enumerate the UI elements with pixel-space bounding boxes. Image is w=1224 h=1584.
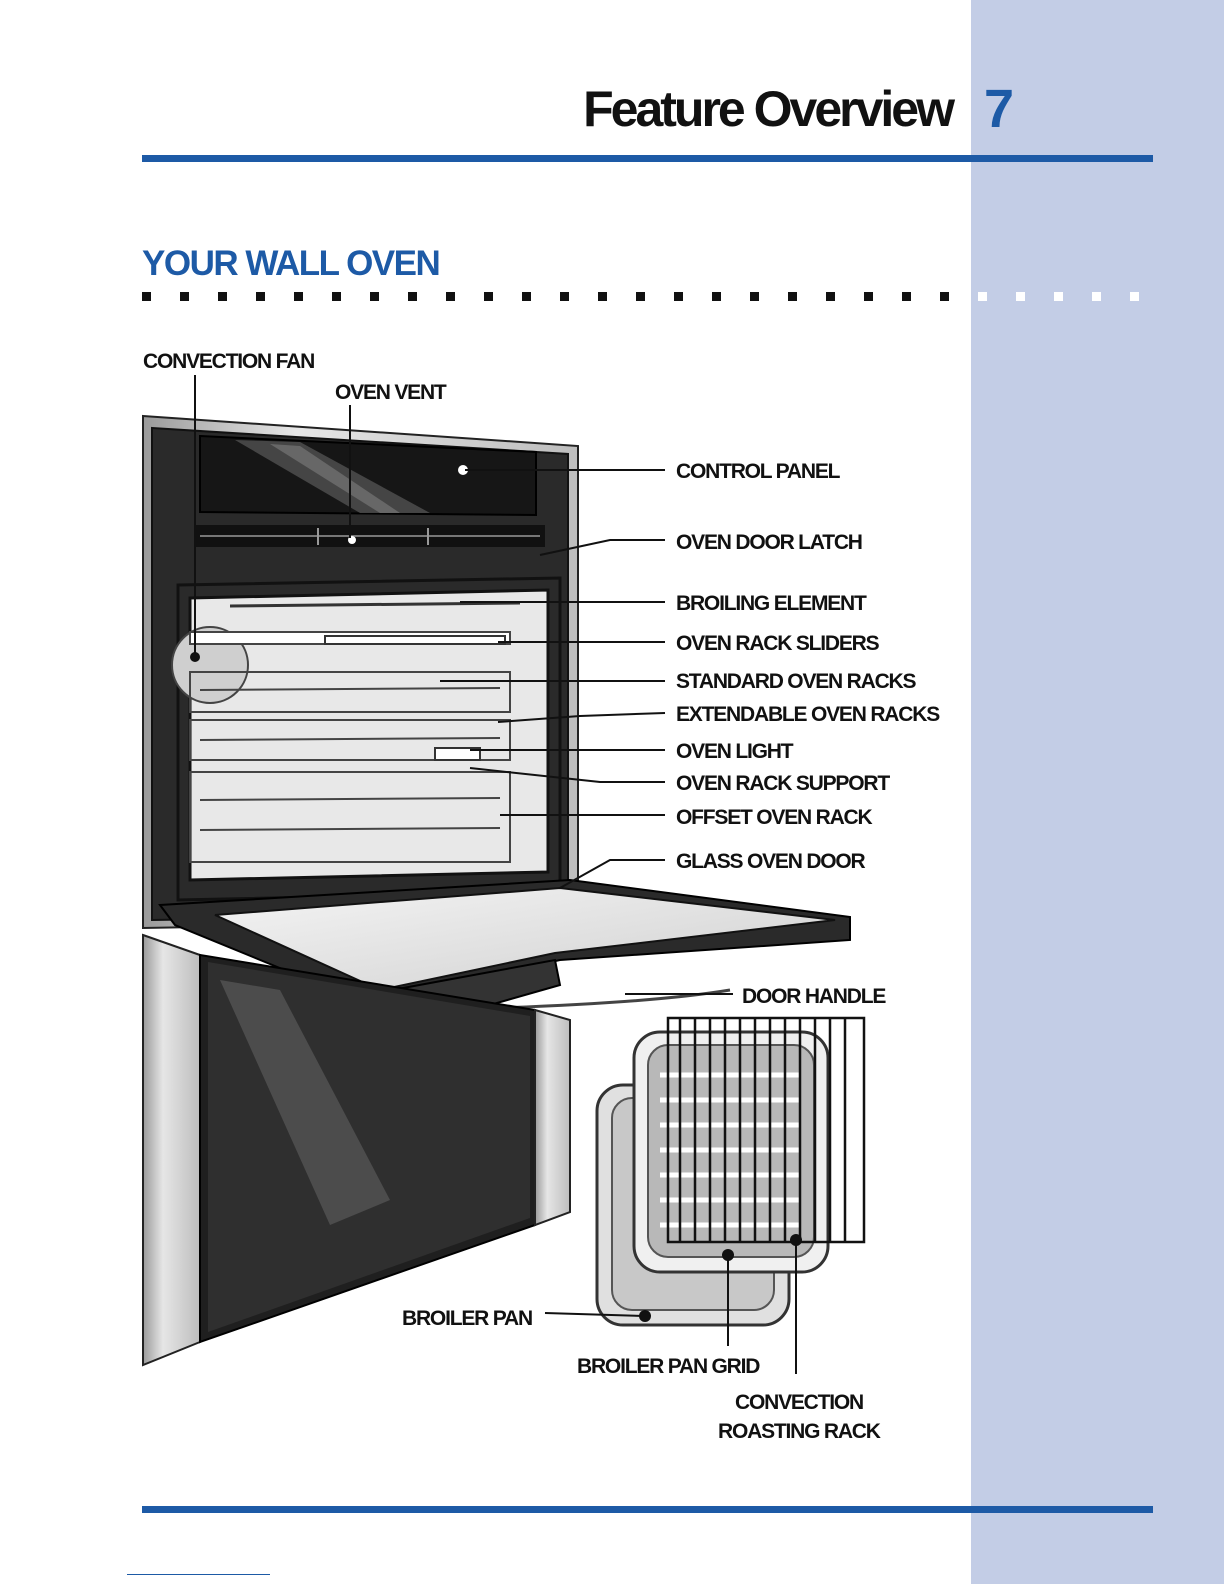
- label-convection-roasting-rack-line2: ROASTING RACK: [718, 1420, 881, 1443]
- label-convection-fan: CONVECTION FAN: [143, 350, 314, 373]
- oven-cavity: [172, 578, 560, 900]
- label-offset-oven-rack: OFFSET OVEN RACK: [676, 806, 873, 829]
- label-convection-roasting-rack-line1: CONVECTION: [735, 1391, 863, 1414]
- label-oven-light: OVEN LIGHT: [676, 740, 794, 763]
- label-oven-vent: OVEN VENT: [335, 381, 447, 404]
- label-broiling-element: BROILING ELEMENT: [676, 592, 867, 615]
- footnote-rule: [127, 1574, 270, 1575]
- label-control-panel: CONTROL PANEL: [676, 460, 841, 483]
- label-standard-oven-racks: STANDARD OVEN RACKS: [676, 670, 917, 693]
- label-door-handle: DOOR HANDLE: [742, 985, 886, 1008]
- label-broiler-pan-grid: BROILER PAN GRID: [577, 1355, 760, 1378]
- footer-rule: [142, 1506, 1153, 1513]
- label-oven-door-latch: OVEN DOOR LATCH: [676, 531, 862, 554]
- label-oven-rack-sliders: OVEN RACK SLIDERS: [676, 632, 880, 655]
- oven-vent: [195, 525, 545, 547]
- oven-rack-slider: [325, 636, 505, 644]
- label-broiler-pan: BROILER PAN: [402, 1307, 532, 1330]
- label-extendable-oven-racks: EXTENDABLE OVEN RACKS: [676, 703, 940, 726]
- label-glass-oven-door: GLASS OVEN DOOR: [676, 850, 866, 873]
- label-oven-rack-support: OVEN RACK SUPPORT: [676, 772, 890, 795]
